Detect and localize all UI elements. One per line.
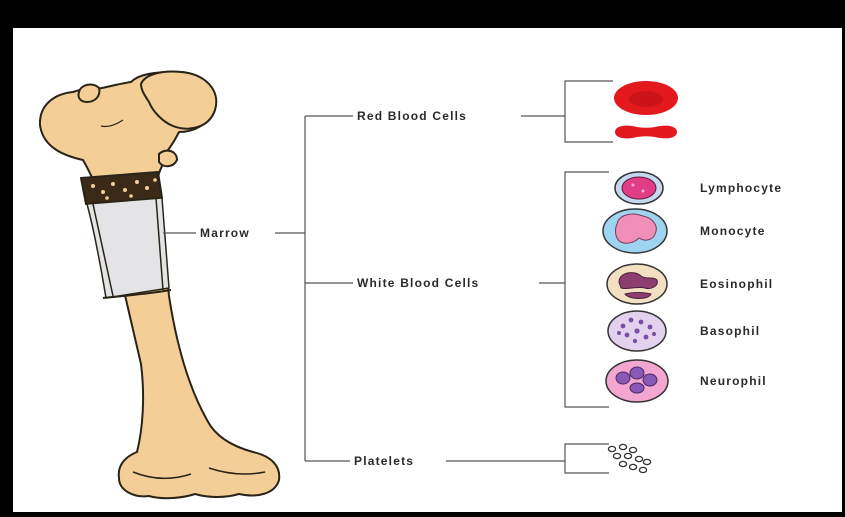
red-bracket bbox=[565, 81, 613, 142]
monocyte-label: Monocyte bbox=[698, 224, 768, 238]
platelet bbox=[624, 453, 631, 458]
monocyte-nucleus bbox=[616, 214, 657, 243]
spongy-dot bbox=[145, 186, 149, 190]
granule bbox=[633, 339, 637, 343]
nucleus-speck bbox=[642, 190, 645, 193]
granule bbox=[644, 335, 649, 340]
spongy-dot bbox=[111, 182, 115, 186]
platelets-label: Platelets bbox=[352, 454, 416, 468]
bone-marrow-diagram bbox=[13, 28, 842, 512]
platelet bbox=[613, 453, 620, 458]
platelet-bracket bbox=[565, 444, 609, 473]
lymphocyte-cell bbox=[615, 172, 663, 204]
spongy-dot bbox=[105, 196, 109, 200]
marrow-label: Marrow bbox=[198, 226, 252, 240]
nucleus-lobe bbox=[616, 372, 630, 384]
neutrophil-cell bbox=[606, 360, 668, 402]
platelet bbox=[643, 459, 650, 464]
red-blood-cells-label: Red Blood Cells bbox=[355, 109, 469, 123]
eosinophil-cell bbox=[607, 264, 667, 304]
granule bbox=[621, 324, 626, 329]
neutrophil-label: Neurophil bbox=[698, 374, 769, 388]
granule bbox=[648, 325, 653, 330]
lymphocyte-nucleus bbox=[622, 177, 656, 199]
nucleus-lobe bbox=[643, 374, 657, 386]
white-bracket bbox=[565, 172, 609, 407]
platelet bbox=[635, 456, 642, 461]
red-blood-cell-face bbox=[614, 81, 678, 115]
platelet bbox=[629, 447, 636, 452]
basophil-label: Basophil bbox=[698, 324, 762, 338]
platelet bbox=[619, 461, 626, 466]
lymphocyte-label: Lymphocyte bbox=[698, 181, 784, 195]
nucleus-speck bbox=[632, 184, 635, 187]
spongy-dot bbox=[153, 178, 157, 182]
spongy-dot bbox=[129, 194, 133, 198]
platelet bbox=[619, 444, 626, 449]
rbc-side-profile bbox=[615, 126, 677, 139]
diagram-canvas: Marrow Red Blood Cells White Blood Cells… bbox=[13, 28, 842, 512]
rbc-face-center bbox=[629, 91, 663, 107]
granule bbox=[634, 328, 639, 333]
monocyte-cell bbox=[603, 209, 667, 253]
red-blood-cell-side bbox=[615, 126, 677, 139]
nucleus-lobe bbox=[630, 383, 644, 393]
granule bbox=[652, 332, 656, 336]
granule bbox=[617, 331, 621, 335]
greater-trochanter bbox=[78, 85, 99, 102]
nucleus-lobe bbox=[630, 367, 644, 379]
platelet bbox=[629, 464, 636, 469]
eosinophil-label: Eosinophil bbox=[698, 277, 775, 291]
platelets-cluster bbox=[608, 444, 650, 472]
spongy-dot bbox=[101, 190, 105, 194]
lesser-trochanter bbox=[159, 151, 177, 167]
white-blood-cells-label: White Blood Cells bbox=[355, 276, 481, 290]
granule bbox=[639, 320, 644, 325]
femur-bone bbox=[40, 72, 279, 499]
spongy-dot bbox=[91, 184, 95, 188]
platelet bbox=[639, 467, 646, 472]
spongy-dot bbox=[135, 180, 139, 184]
neutrophil-cytoplasm bbox=[606, 360, 668, 402]
platelet bbox=[608, 446, 615, 451]
spongy-dot bbox=[123, 188, 127, 192]
granule bbox=[629, 318, 634, 323]
basophil-cell bbox=[608, 311, 666, 351]
granule bbox=[625, 333, 630, 338]
